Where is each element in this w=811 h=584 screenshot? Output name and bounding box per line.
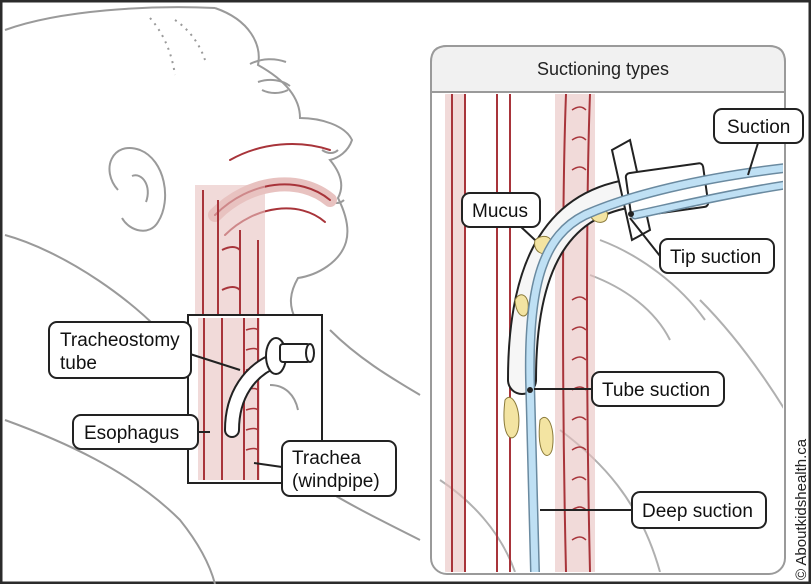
- panel-title: Suctioning types: [537, 59, 669, 79]
- label-trachea-line2: (windpipe): [292, 471, 380, 492]
- label-tracheostomy-tube-line2: tube: [60, 353, 97, 374]
- callout-esophagus: Esophagus: [73, 415, 210, 449]
- label-trachea-line1: Trachea: [292, 448, 361, 469]
- label-mucus: Mucus: [472, 201, 528, 222]
- label-tube-suction: Tube suction: [602, 380, 710, 401]
- label-tracheostomy-tube-line1: Tracheostomy: [60, 330, 180, 351]
- label-tip-suction: Tip suction: [670, 247, 761, 268]
- label-suction: Suction: [727, 117, 790, 138]
- credit-text: © Aboutkidshealth.ca: [793, 438, 810, 580]
- label-deep-suction: Deep suction: [642, 501, 753, 522]
- label-esophagus: Esophagus: [84, 423, 179, 444]
